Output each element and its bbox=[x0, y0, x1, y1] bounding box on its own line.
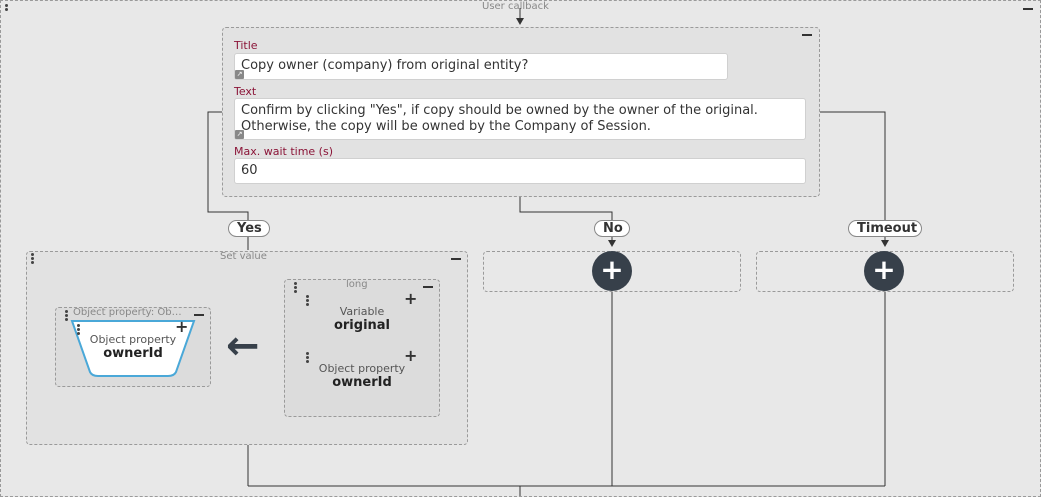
target-node-drag-handle-icon[interactable] bbox=[77, 324, 81, 336]
variable-node-name: original bbox=[333, 318, 391, 333]
branch-yes-label: Yes bbox=[228, 220, 270, 237]
property-node-name: ownerId bbox=[332, 375, 392, 390]
target-node-name: ownerId bbox=[103, 346, 163, 361]
text-expand-icon[interactable]: ↗ bbox=[235, 130, 244, 139]
set-value-drag-handle-icon[interactable] bbox=[31, 253, 35, 265]
set-value-caption: Set value bbox=[220, 251, 267, 262]
property-node-drag-handle-icon[interactable] bbox=[306, 352, 310, 364]
target-node-type: Object property bbox=[89, 333, 177, 346]
source-value-block bbox=[284, 279, 440, 417]
source-collapse-minus-icon[interactable] bbox=[423, 286, 433, 288]
target-property-caption: Object property: Ob… bbox=[73, 307, 182, 318]
text-line-1: Confirm by clicking "Yes", if copy shoul… bbox=[241, 103, 758, 118]
dialog-collapse-minus-icon[interactable] bbox=[802, 34, 812, 36]
set-value-collapse-minus-icon[interactable] bbox=[451, 258, 461, 260]
wait-time-input[interactable]: 60 bbox=[234, 158, 806, 184]
target-drag-handle-icon[interactable] bbox=[65, 310, 69, 322]
title-input[interactable]: Copy owner (company) from original entit… bbox=[234, 53, 728, 80]
target-collapse-minus-icon[interactable] bbox=[194, 314, 204, 316]
variable-node-add-icon[interactable]: + bbox=[404, 289, 418, 308]
text-input[interactable]: Confirm by clicking "Yes", if copy shoul… bbox=[234, 98, 806, 140]
source-value-caption: long bbox=[346, 279, 368, 290]
variable-node-drag-handle-icon[interactable] bbox=[306, 295, 310, 307]
branch-no-label: No bbox=[594, 220, 630, 237]
user-callback-caption: User callback bbox=[482, 1, 549, 12]
wait-time-label: Max. wait time (s) bbox=[234, 145, 333, 158]
root-collapse-minus-icon[interactable] bbox=[1023, 8, 1033, 10]
title-label: Title bbox=[234, 39, 258, 52]
property-node-add-icon[interactable]: + bbox=[404, 346, 418, 365]
source-drag-handle-icon[interactable] bbox=[294, 282, 298, 294]
no-branch-add-button[interactable]: + bbox=[592, 251, 632, 291]
title-expand-icon[interactable]: ↗ bbox=[235, 70, 244, 79]
branch-timeout-label: Timeout bbox=[848, 220, 922, 237]
target-node[interactable]: Object property ownerId bbox=[80, 333, 186, 361]
text-line-2: Otherwise, the copy will be owned by the… bbox=[241, 119, 651, 134]
target-node-add-icon[interactable]: + bbox=[175, 317, 189, 336]
variable-node-type: Variable bbox=[339, 305, 385, 318]
assign-arrow-icon: ← bbox=[226, 323, 260, 369]
property-node-type: Object property bbox=[318, 362, 406, 375]
timeout-branch-add-button[interactable]: + bbox=[864, 251, 904, 291]
variable-node[interactable]: Variable original bbox=[309, 305, 415, 333]
property-node[interactable]: Object property ownerId bbox=[309, 362, 415, 390]
root-drag-handle-icon[interactable] bbox=[5, 4, 9, 12]
text-label: Text bbox=[234, 85, 257, 98]
